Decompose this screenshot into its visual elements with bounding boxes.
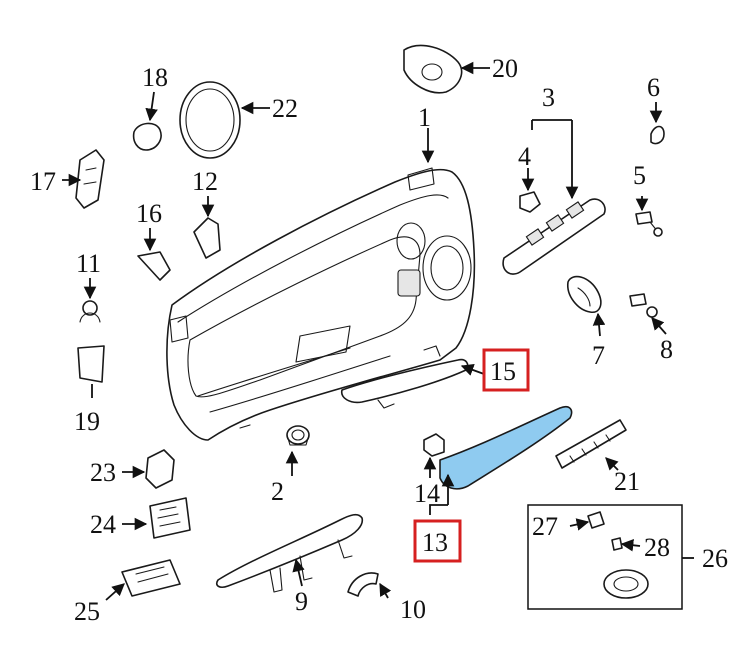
armrest-part-9: [215, 513, 364, 593]
callout-26: 26: [702, 544, 728, 573]
screw-part-8: [629, 293, 658, 318]
clip-part-6: [650, 125, 665, 145]
callout-22: 22: [272, 94, 298, 123]
sleeve-part-16: [137, 251, 171, 281]
callout-1: 1: [418, 103, 431, 132]
callout-6: 6: [647, 73, 660, 102]
callout-14: 14: [414, 479, 440, 508]
clip-part-18: [132, 122, 162, 151]
callout-19: 19: [74, 407, 100, 436]
vent-part-25: [121, 559, 181, 597]
cover-part-7: [567, 275, 602, 314]
bracket-part-10: [347, 572, 379, 597]
callout-11: 11: [76, 249, 101, 278]
callout-16: 16: [136, 199, 162, 228]
callout-3: 3: [542, 83, 555, 112]
callout-13: 13: [422, 528, 448, 557]
grille-part-24: [149, 497, 191, 539]
speaker-cover-part-20: [403, 44, 463, 94]
grommet-part: [286, 425, 310, 446]
pad-part-19: [77, 345, 105, 383]
callout-10: 10: [400, 595, 426, 624]
bracket-part-17: [75, 149, 105, 209]
speaker-ring-part-22: [179, 81, 241, 159]
switch-panel-part: [502, 191, 606, 275]
callout-28: 28: [644, 533, 670, 562]
trim-strip-part-21: [555, 419, 627, 469]
callout-15: 15: [490, 357, 516, 386]
switch-part-23: [145, 449, 175, 489]
callout-15-highlight-box: [482, 348, 530, 392]
group-26-box: [527, 504, 683, 610]
callout-5: 5: [633, 161, 646, 190]
callout-4: 4: [518, 142, 531, 171]
screw-part-5: [635, 211, 663, 237]
callout-24: 24: [90, 510, 116, 539]
callout-18: 18: [142, 63, 168, 92]
door-trim-panel: [166, 167, 476, 441]
leader-lines: [62, 61, 694, 601]
callout-25: 25: [74, 597, 100, 626]
callout-12: 12: [192, 167, 218, 196]
pull-handle-trim-highlighted: [439, 405, 573, 490]
callout-7: 7: [592, 341, 605, 370]
clip-part-14: [423, 433, 445, 457]
callout-27: 27: [532, 512, 558, 541]
callout-13-highlight-box: [413, 519, 462, 563]
bracket-part-12: [193, 217, 221, 259]
callout-20: 20: [492, 54, 518, 83]
callout-2: 2: [271, 477, 284, 506]
callout-23: 23: [90, 458, 116, 487]
callout-8: 8: [660, 335, 673, 364]
callout-labels: 1 2 3 4 5 6 7 8 9 10 11 12 13 14 15 16 1…: [30, 54, 728, 626]
callout-21: 21: [614, 467, 640, 496]
callout-9: 9: [295, 587, 308, 616]
clip-part-11: [79, 300, 101, 323]
callout-17: 17: [30, 167, 56, 196]
